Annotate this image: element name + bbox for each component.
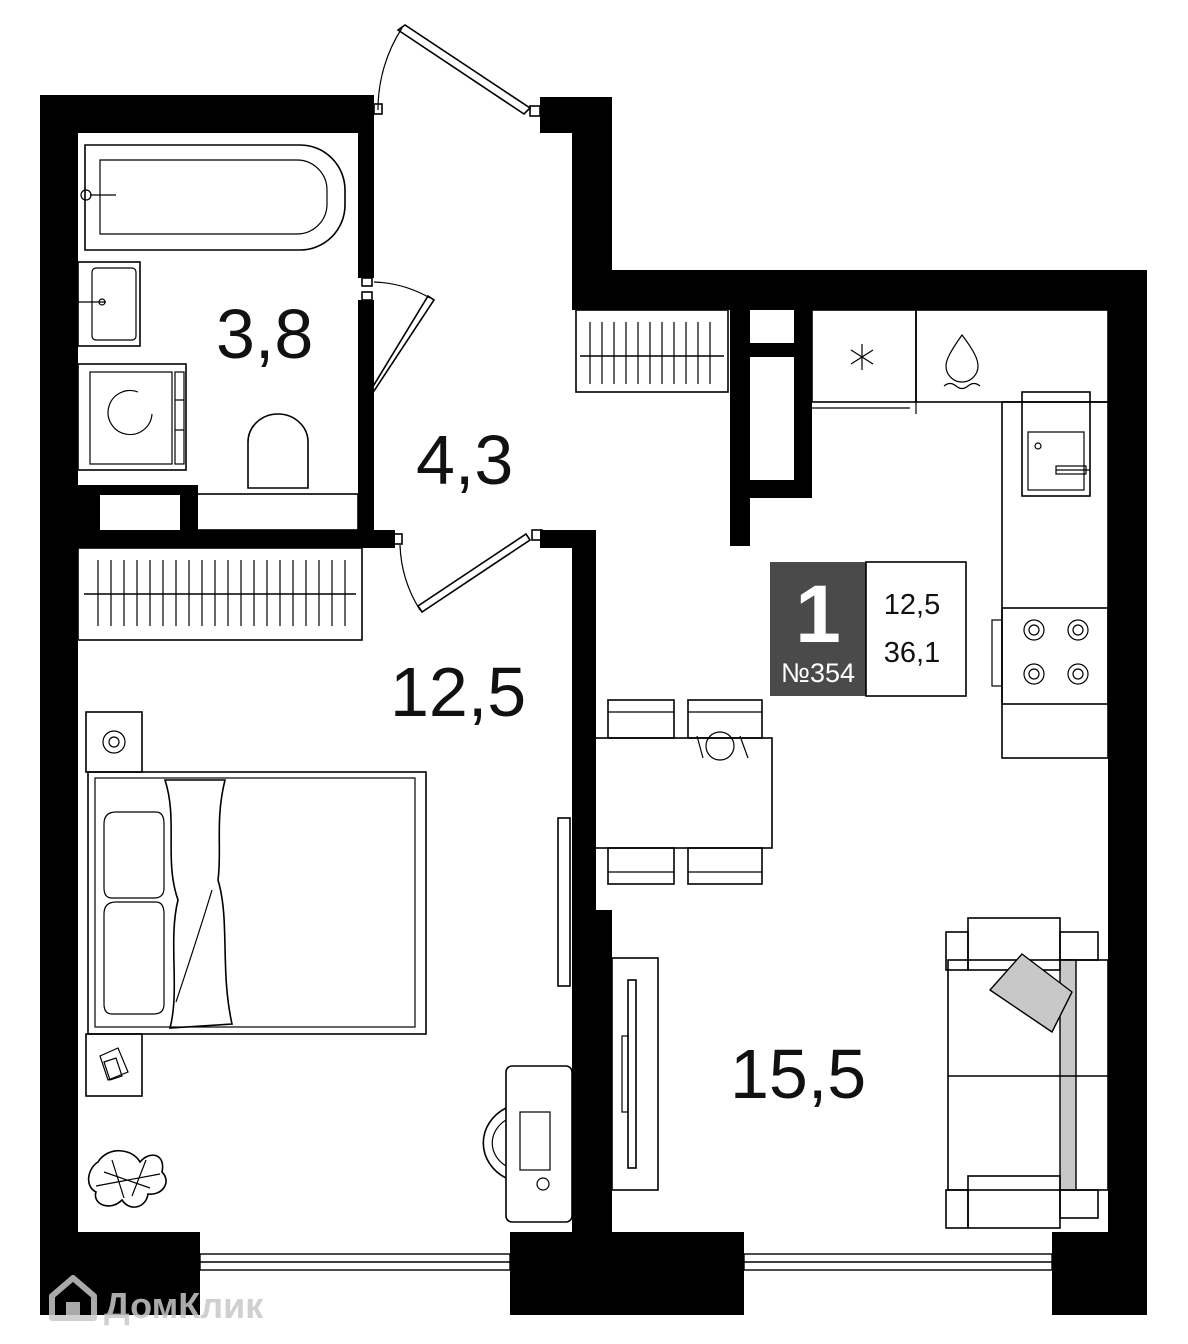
wardrobe-door [557, 817, 571, 987]
water-drop-icon [943, 333, 981, 390]
bedroom-furniture [85, 711, 573, 1223]
bedroom-door [393, 529, 543, 614]
rooms-count: 1 [795, 569, 841, 660]
washing-machine [77, 363, 187, 471]
house-logo-icon [49, 1275, 97, 1321]
badge-dark-box [770, 562, 866, 696]
watermark: ДомКлик [49, 1275, 264, 1326]
apartment-number: №354 [781, 658, 855, 688]
kitchen-units [811, 309, 1109, 759]
room-area-hallway: 4,3 [416, 421, 513, 499]
sofa [945, 917, 1109, 1229]
bed [87, 771, 427, 1035]
kitchen-sink [1021, 391, 1091, 497]
sink [77, 261, 141, 347]
bathroom-door [361, 277, 436, 399]
watermark-text: ДомКлик [104, 1285, 264, 1326]
tv-stand [611, 957, 659, 1191]
bathtub [80, 144, 346, 251]
radiator-kitchen [575, 309, 729, 393]
snowflake-icon [850, 344, 874, 370]
apartment-badge: 1 №354 12,5 36,1 [770, 561, 967, 697]
entrance-door [373, 24, 541, 117]
windows [199, 1253, 1053, 1271]
desk [482, 1065, 573, 1223]
stove-icon [991, 607, 1109, 705]
radiator-bedroom [77, 547, 363, 641]
plant-icon [87, 1149, 167, 1208]
bathroom-fixtures [77, 144, 359, 531]
doors [361, 24, 543, 614]
toilet [195, 413, 359, 531]
living-area: 12,5 [884, 589, 940, 621]
badge-area-box [865, 561, 967, 697]
room-area-living-kitchen: 15,5 [730, 1035, 866, 1113]
nightstand-top [85, 711, 143, 773]
walls [40, 95, 1147, 1315]
nightstand-bottom [85, 1033, 143, 1097]
dining-table [593, 699, 773, 885]
room-area-bedroom: 12,5 [390, 653, 526, 731]
room-area-bathroom: 3,8 [216, 295, 313, 373]
total-area: 36,1 [884, 637, 940, 669]
